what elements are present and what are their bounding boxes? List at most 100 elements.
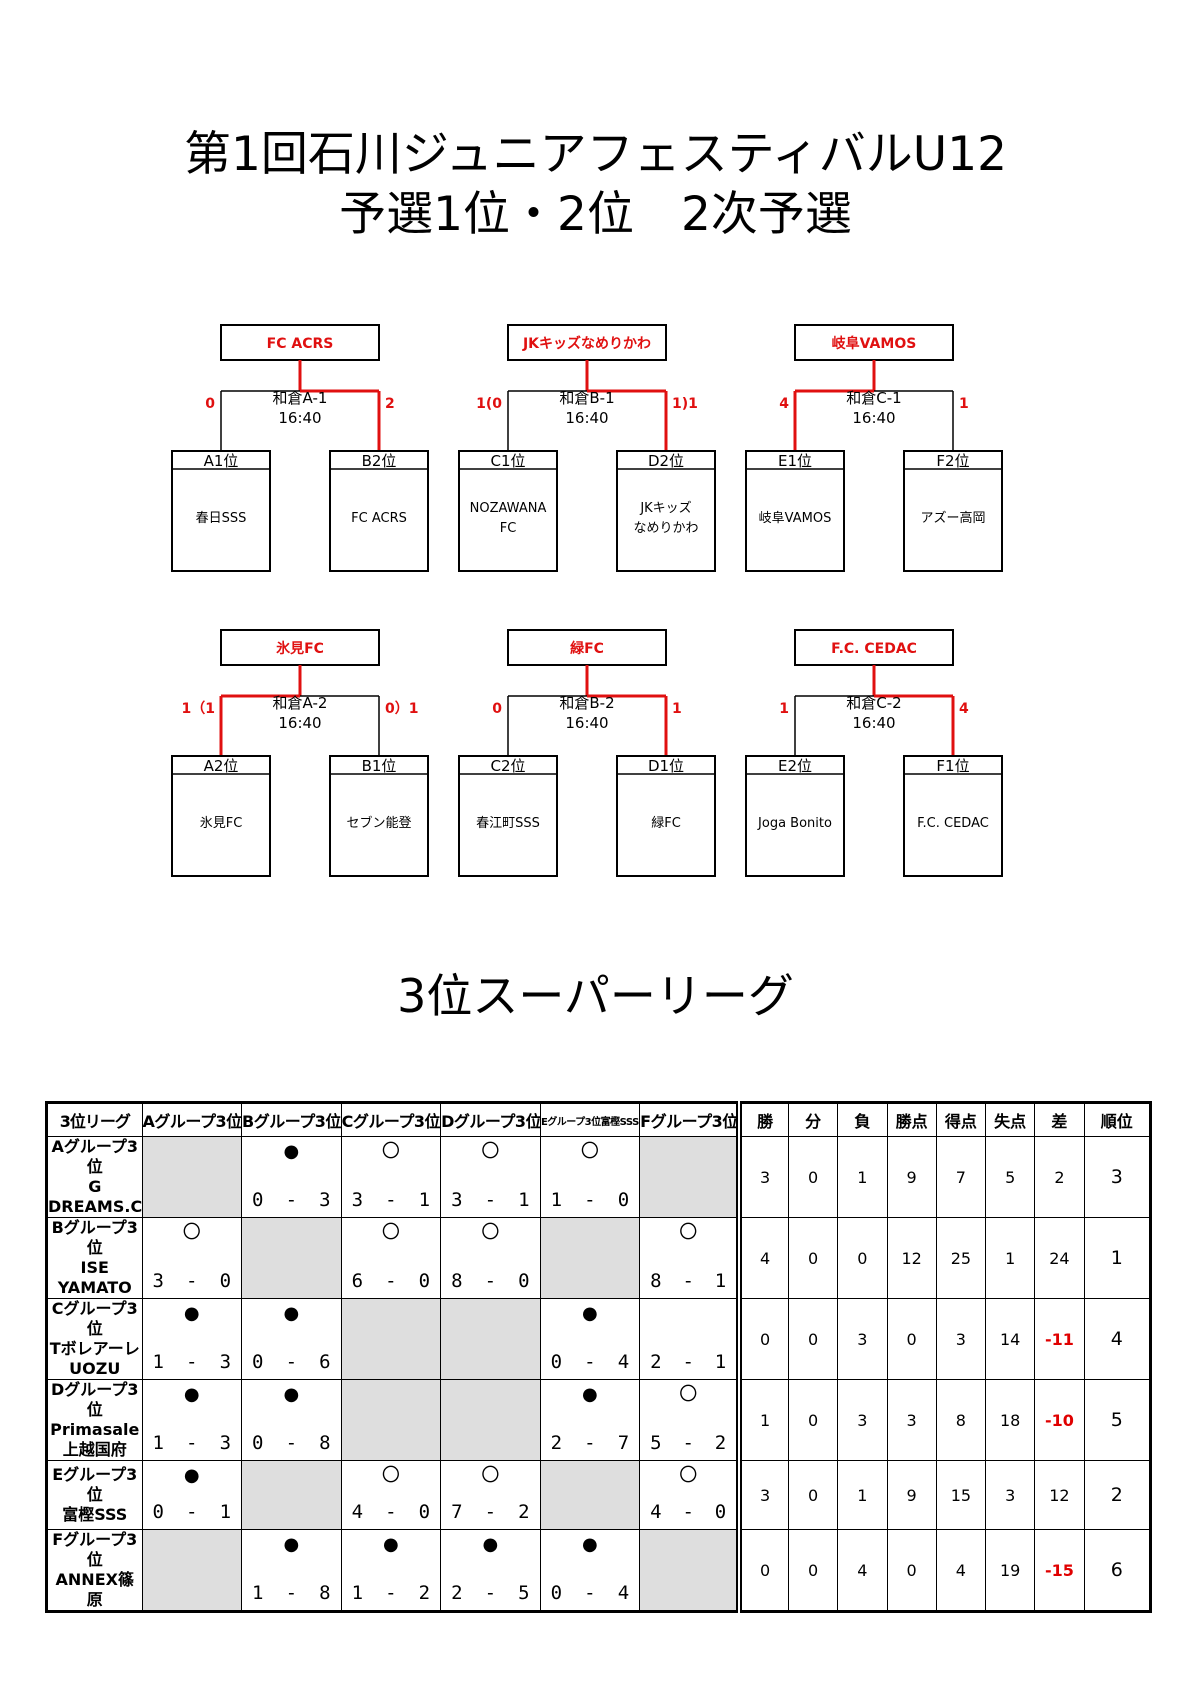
score-separator: - xyxy=(186,1351,198,1373)
score-separator: - xyxy=(584,1582,596,1604)
stat-cell: 3 xyxy=(837,1379,888,1461)
team-box-right xyxy=(329,755,429,877)
stat-cell: 3 xyxy=(935,1298,987,1380)
team-name: FC ACRS xyxy=(351,511,407,526)
team-name: 春江町SSS xyxy=(476,816,540,831)
title-line-2: 予選1位・2位 2次予選 xyxy=(339,187,852,242)
match-score: 7-2 xyxy=(441,1501,540,1523)
score-home: 7 xyxy=(451,1501,463,1523)
stat-cell: 1 xyxy=(837,1136,888,1218)
team-seed: E2位 xyxy=(778,757,812,775)
score-away: 2 xyxy=(518,1501,530,1523)
column-header-stat: 得点 xyxy=(935,1102,987,1137)
winner-box xyxy=(794,324,954,361)
winner-box xyxy=(220,324,380,361)
score-separator: - xyxy=(682,1270,694,1292)
stat-cell: 3 xyxy=(736,1136,789,1218)
result-mark: 〇 xyxy=(679,1465,698,1486)
winner-label: 緑FC xyxy=(570,640,604,657)
score-separator: - xyxy=(484,1270,497,1292)
stat-cell: 7 xyxy=(935,1136,987,1218)
stat-cell: 1 xyxy=(1083,1217,1152,1299)
league-title: 3位スーパーリーグ xyxy=(397,969,794,1023)
row-team-group: Eグループ3位 xyxy=(52,1465,138,1504)
score-separator: - xyxy=(385,1270,397,1292)
stat-cell: 0 xyxy=(787,1298,839,1380)
result-mark: ● xyxy=(183,1303,200,1324)
result-mark: 〇 xyxy=(481,1141,500,1162)
stat-cell: 15 xyxy=(935,1460,987,1530)
stat-cell: 3 xyxy=(837,1298,888,1380)
stat-cell: 0 xyxy=(736,1298,789,1380)
score-right: 1 xyxy=(672,701,682,717)
score-left: 1 xyxy=(779,701,789,717)
row-team-name: ISE YAMATO xyxy=(57,1258,132,1297)
self-match-cell xyxy=(241,1217,342,1299)
stat-cell: 24 xyxy=(1034,1217,1085,1299)
row-team-name: ANNEX篠原 xyxy=(55,1570,134,1609)
team-seed: F2位 xyxy=(936,452,969,470)
match-result-cell: ●0-8 xyxy=(241,1379,342,1461)
winner-label: 氷見FC xyxy=(276,640,324,657)
team-seed: B2位 xyxy=(362,452,397,470)
score-home: 2 xyxy=(550,1432,563,1454)
stat-cell: 2 xyxy=(1083,1460,1152,1530)
team-box-left xyxy=(171,450,271,572)
score-away: 0 xyxy=(714,1501,727,1523)
column-header-stat: 順位 xyxy=(1083,1102,1152,1137)
team-name: セブン能登 xyxy=(346,815,411,831)
match-venue: 和倉C-2 xyxy=(846,694,901,712)
result-mark: ● xyxy=(582,1534,598,1555)
match-result-cell: ●0-3 xyxy=(241,1136,342,1218)
stat-cell: 9 xyxy=(886,1460,937,1530)
match-score: 4-0 xyxy=(342,1501,441,1523)
league-table: 3位リーグAグループ3位G DREAMS.CBグループ3位ISE YAMATOC… xyxy=(45,1101,1152,1613)
match-score: 3-0 xyxy=(143,1270,242,1292)
match-score: 5-2 xyxy=(640,1432,736,1454)
score-right: 1 xyxy=(959,396,969,412)
match-venue: 和倉C-1 xyxy=(846,389,901,407)
team-box-left xyxy=(745,755,845,877)
match-result-cell: ●1-3 xyxy=(141,1379,243,1461)
match-score: 1-3 xyxy=(143,1351,242,1373)
score-left: 1（1 xyxy=(182,701,215,717)
match-score: 3-1 xyxy=(441,1189,540,1211)
result-mark: 〇 xyxy=(580,1141,599,1162)
match-result-cell: ●2-7 xyxy=(539,1379,641,1461)
match-time: 16:40 xyxy=(565,409,608,427)
match-result-cell: ● 1-3 xyxy=(141,1298,243,1380)
score-separator: - xyxy=(682,1501,694,1523)
result-mark: 〇 xyxy=(182,1222,201,1243)
result-mark: ● xyxy=(183,1465,200,1486)
score-separator: - xyxy=(285,1189,298,1211)
stat-cell: 0 xyxy=(787,1136,839,1218)
score-home: 3 xyxy=(451,1189,463,1211)
team-name: Joga Bonito xyxy=(757,816,832,831)
row-header-team: Eグループ3位富樫SSS xyxy=(46,1460,143,1530)
stat-cell: 0 xyxy=(787,1529,839,1612)
match-score: 0-8 xyxy=(242,1432,341,1454)
score-home: 1 xyxy=(252,1582,264,1604)
score-separator: - xyxy=(682,1432,694,1454)
score-home: 0 xyxy=(252,1432,264,1454)
league-header-row: 3位リーグAグループ3位G DREAMS.CBグループ3位ISE YAMATOC… xyxy=(46,1102,1152,1137)
stat-cell: 1 xyxy=(985,1217,1036,1299)
stat-cell: 4 xyxy=(736,1217,789,1299)
score-separator: - xyxy=(584,1432,596,1454)
team-name: F.C. CEDAC xyxy=(917,816,989,831)
score-right: 4 xyxy=(959,701,969,717)
score-away: 0 xyxy=(418,1270,431,1292)
match-result-cell: ●1-2 xyxy=(340,1529,442,1612)
match-score: 4-0 xyxy=(640,1501,736,1523)
result-mark: 〇 xyxy=(481,1465,500,1486)
result-mark: 〇 xyxy=(381,1222,400,1243)
league-corner-label: 3位リーグ xyxy=(46,1102,143,1137)
